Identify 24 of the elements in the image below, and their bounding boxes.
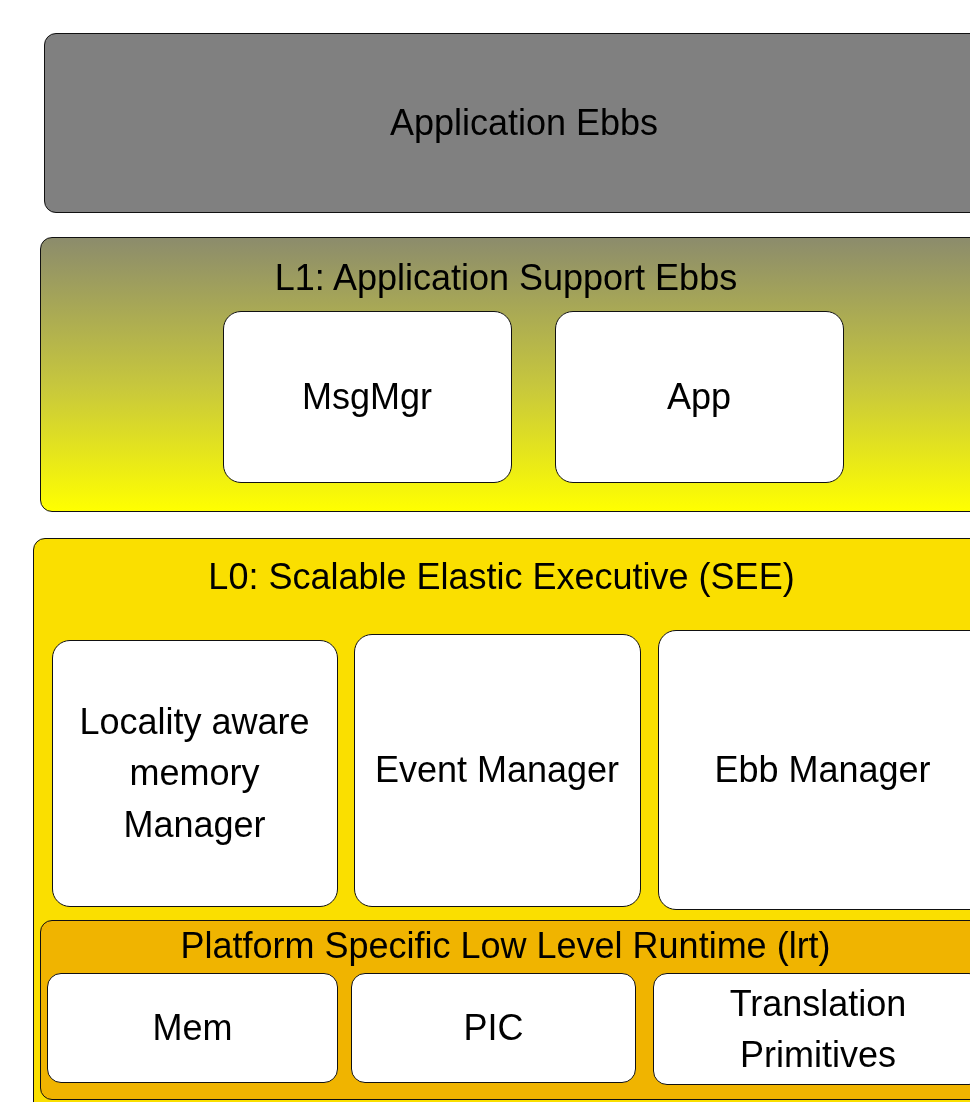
component-box xyxy=(653,973,970,1085)
component-box xyxy=(353,633,641,907)
component-box xyxy=(47,973,338,1083)
layer-panel xyxy=(33,538,970,1102)
component-label: Event Manager xyxy=(373,748,621,793)
component-label: MsgMgr xyxy=(301,374,433,419)
component-label: Application Ebbs xyxy=(388,101,660,146)
component-box xyxy=(51,639,338,907)
component-label: App xyxy=(665,374,733,419)
component-label: Translation Primitives xyxy=(728,981,908,1077)
layer-panel xyxy=(39,919,970,1100)
component-label: PIC xyxy=(462,1006,525,1051)
component-box xyxy=(351,973,636,1083)
layer-title: L0: Scalable Elastic Executive (SEE) xyxy=(207,555,796,599)
layer-title: Platform Specific Low Level Runtime (lrt) xyxy=(179,923,832,967)
component-box xyxy=(657,629,970,910)
component-label: Ebb Manager xyxy=(713,747,932,792)
component-box xyxy=(222,310,512,483)
component-label: Mem xyxy=(151,1006,234,1051)
layer-title: L1: Application Support Ebbs xyxy=(273,256,739,300)
layer-panel xyxy=(40,237,970,512)
layer-panel xyxy=(44,33,970,213)
component-box xyxy=(554,310,844,483)
component-label: Locality aware memory Manager xyxy=(78,700,311,847)
